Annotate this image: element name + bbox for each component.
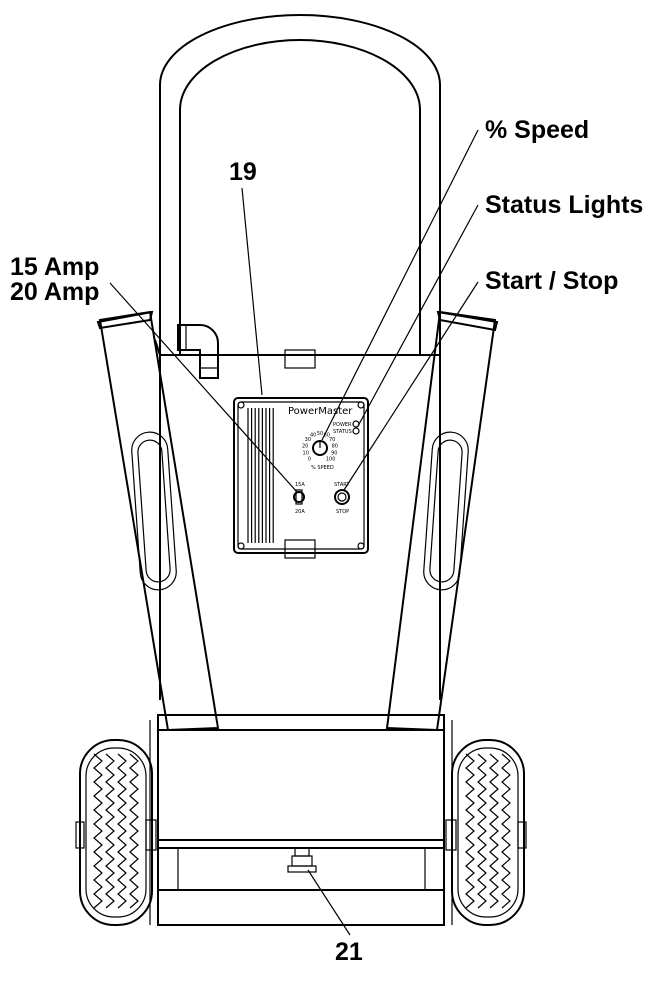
leader-21 — [307, 869, 351, 936]
callout-item-21: 21 — [335, 938, 363, 966]
callout-item-19: 19 — [229, 158, 257, 186]
tread-line — [489, 753, 499, 909]
status-led — [352, 427, 360, 435]
dial-tick-label: 20 — [302, 444, 308, 450]
speed-dial-caption: % SPEED — [311, 465, 334, 471]
callout-20-amp: 20 Amp — [10, 278, 100, 306]
axle-hubs — [75, 819, 527, 851]
amp-switch-top-label: 15A — [295, 482, 305, 488]
tread-line — [477, 753, 487, 909]
left-arm — [96, 310, 220, 732]
panel-brand: PowerMaster — [288, 406, 353, 417]
dial-tick-label: 10 — [303, 451, 309, 457]
tread-line — [117, 753, 127, 909]
amp-switch-bottom-label: 20A — [295, 509, 305, 515]
tread-line — [129, 753, 139, 909]
drain-fitting — [287, 847, 317, 873]
tread-line — [465, 753, 475, 909]
dial-tick-label: 60 — [324, 433, 330, 439]
leader-amp — [109, 282, 298, 493]
speed-dial[interactable] — [312, 440, 328, 456]
callout-status-lights: Status Lights — [485, 191, 644, 219]
dial-tick-label: 30 — [305, 437, 311, 443]
tread-line — [501, 753, 511, 909]
leader-start-stop — [343, 281, 479, 491]
handle-loop — [159, 14, 441, 700]
stop-label: STOP — [336, 509, 349, 515]
dial-tick-label: 70 — [329, 437, 335, 443]
leader-status-lights — [357, 204, 479, 427]
status-led-label: STATUS — [333, 429, 352, 435]
right-wheel — [451, 739, 525, 926]
mount-plate — [154, 339, 440, 559]
leader-19 — [241, 187, 263, 396]
power-led — [352, 420, 360, 428]
callout-15-amp: 15 Amp — [10, 253, 100, 281]
callout-start-stop: Start / Stop — [485, 267, 619, 295]
amp-toggle-switch[interactable] — [293, 489, 305, 505]
dial-tick-label: 40 — [310, 433, 316, 439]
start-label: START — [334, 482, 350, 488]
callout-speed: % Speed — [485, 116, 590, 144]
dial-tick-label: 0 — [308, 457, 311, 463]
left-wheel — [79, 739, 153, 926]
dial-tick-label: 50 — [317, 431, 323, 437]
tread-line — [105, 753, 115, 909]
start-stop-button[interactable] — [334, 489, 350, 505]
tread-line — [93, 753, 103, 909]
base-box — [149, 714, 453, 926]
leader-speed — [321, 129, 479, 441]
heatsink-fins — [247, 408, 274, 543]
right-arm — [385, 310, 499, 732]
power-led-label: POWER — [333, 422, 352, 428]
dial-tick-label: 90 — [331, 451, 337, 457]
dial-tick-label: 80 — [332, 444, 338, 450]
dial-tick-label: 100 — [326, 457, 336, 463]
leader-lines — [109, 129, 479, 936]
elbow-fitting — [177, 324, 219, 379]
